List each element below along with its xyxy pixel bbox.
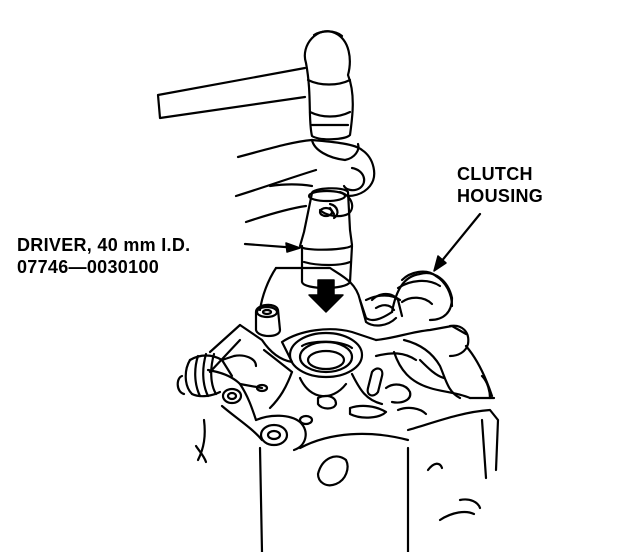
clutch-leader-line [434, 212, 482, 270]
down-arrow-icon [308, 279, 344, 313]
driver-tool-part-number: 07746—0030100 [17, 257, 160, 277]
hammer [156, 30, 354, 141]
leader-lines [243, 212, 482, 272]
hand [234, 138, 376, 224]
clutch-release-fork-boss [370, 270, 454, 318]
driver-tool-label-line-1: DRIVER, 40 mm I.D. [17, 235, 191, 255]
clutch-housing-label: CLUTCH HOUSING [457, 163, 543, 207]
clutch-housing-label-line-1: CLUTCH [457, 164, 533, 184]
driver-tool [298, 187, 354, 290]
clutch-housing-label-line-2: HOUSING [457, 186, 544, 206]
driver-leader-arrowhead [285, 242, 301, 253]
clutch-leader-arrowhead [433, 255, 447, 272]
driver-tool-label: DRIVER, 40 mm I.D. 07746—0030100 [17, 234, 190, 278]
shift-shaft [176, 352, 258, 464]
clutch-housing [206, 266, 500, 552]
